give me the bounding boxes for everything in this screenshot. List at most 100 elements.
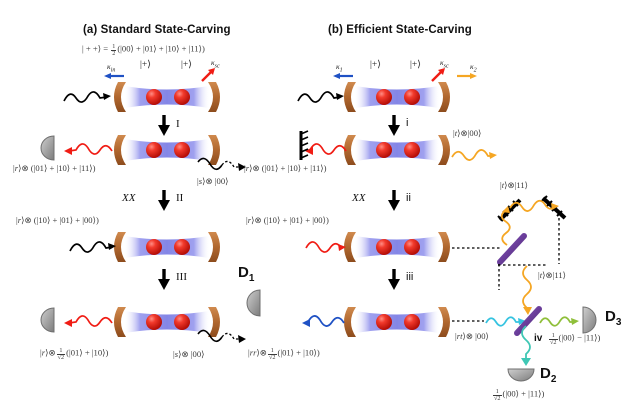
- panel-a-reflected-wave-row2: [64, 143, 113, 155]
- panel-a-step-label-I: I: [176, 118, 180, 130]
- kappa-2-label: κ2: [470, 62, 477, 74]
- panel-a-step-arrow-3: [158, 269, 170, 290]
- panel-b-reflected-wave-row2: [305, 143, 347, 155]
- panel-b-cavity-row2: [344, 135, 450, 165]
- atom-left: [146, 239, 162, 255]
- panel-b-step-arrow-iii: [388, 269, 400, 290]
- atom-right: [404, 314, 420, 330]
- panel-a-row2-right-state: |s⟩⊗ |00⟩: [197, 176, 229, 186]
- panel-b-link-dotted-row4: [452, 320, 484, 322]
- panel-b-step-label-i: i: [406, 117, 409, 129]
- panel-b-dotted-vertical-right: [558, 218, 560, 264]
- atom-left: [146, 89, 162, 105]
- panel-b-input-wave-row1: [297, 91, 344, 103]
- atom-right: [404, 142, 420, 158]
- panel-b-row2-left-state: |r⟩⊗ (|01⟩ + |10⟩ + |11⟩): [244, 163, 327, 173]
- panel-b-cavity-row3: [344, 232, 450, 262]
- panel-b-output-wave-d3: [539, 316, 579, 327]
- panel-a-qubit-left-label: |+⟩: [140, 60, 151, 70]
- panel-a-detector-row2: [40, 135, 55, 161]
- panel-b-step-label-iv: iv: [534, 333, 543, 344]
- atom-left: [376, 314, 392, 330]
- panel-b-link-dotted-row3: [452, 247, 502, 249]
- panel-a-row2-left-state: |r⟩⊗ (|01⟩ + |10⟩ + |11⟩): [13, 163, 96, 173]
- panel-b-beamsplitter-lower: [514, 306, 542, 336]
- panel-b-reflected-wave-row4: [302, 315, 345, 327]
- atom-left: [376, 239, 392, 255]
- panel-a-cavity-row1: [114, 82, 220, 112]
- atom-left: [146, 142, 162, 158]
- panel-a-step-arrow-2: [158, 190, 170, 211]
- kappa-in-arrow-icon: [104, 73, 124, 79]
- panel-a-transmitted-wave-row2: [197, 157, 246, 171]
- detector-1-icon: [246, 289, 261, 317]
- panel-a-kappa-sc-arrow-icon: [201, 68, 215, 82]
- panel-b-step-arrow-i: [388, 115, 400, 136]
- panel-b-interferometer-wave-top: [509, 199, 559, 212]
- panel-a-input-wave-row3: [69, 241, 116, 253]
- atom-right: [174, 89, 190, 105]
- panel-b-mirror-state-label: |t⟩⊗|11⟩: [500, 180, 529, 190]
- frac-num: 1: [59, 347, 63, 354]
- panel-a-input-wave-row1: [63, 91, 111, 103]
- atom-left: [146, 314, 162, 330]
- panel-b-row4-left-state: |rr⟩⊗1√2(|01⟩ + |10⟩): [248, 347, 320, 362]
- panel-a-row4-right-state: |s⟩⊗ |00⟩: [173, 349, 205, 359]
- panel-a-transmitted-wave-row4: [197, 329, 246, 343]
- kappa-in-label: κin: [107, 62, 116, 74]
- panel-a-cavity-row2: [114, 135, 220, 165]
- kappa-1-arrow-icon: [333, 73, 353, 79]
- panel-b-qubit-left-label: |+⟩: [370, 60, 381, 70]
- frac-num: 1: [495, 388, 499, 395]
- panel-b-dotted-vertical-left: [498, 264, 500, 290]
- panel-b-title: (b) Efficient State-Carving: [328, 24, 472, 36]
- frac-den: √2: [268, 354, 277, 362]
- panel-b-bs-input-wave-cyan: [485, 316, 526, 327]
- panel-b-input-wave-row3: [305, 241, 346, 253]
- panel-b-beam-dump-icon: [299, 130, 309, 160]
- panel-a-step-label-III: III: [176, 271, 187, 283]
- panel-b-qubit-right-label: |+⟩: [410, 60, 421, 70]
- panel-b-step-label-ii: ii: [406, 192, 411, 204]
- frac-num: 1: [551, 332, 555, 339]
- panel-a-row4-left-state: |r⟩⊗1√2(|01⟩ + |10⟩): [40, 347, 109, 362]
- panel-a-step-arrow-1: [158, 115, 170, 136]
- panel-b-bs-input-wave-orange: [522, 265, 532, 315]
- detector-1-label: D1: [238, 264, 255, 284]
- frac-num: 1: [270, 347, 274, 354]
- panel-b-step-label-iii: iii: [406, 271, 414, 283]
- panel-a-kappa-sc-label: κsc: [211, 58, 220, 70]
- kappa-2-arrow-icon: [457, 73, 477, 79]
- panel-a-cavity-row3: [114, 232, 220, 262]
- panel-a-step-label-II: II: [176, 192, 184, 204]
- cavity-mode: [125, 86, 209, 108]
- panel-b-kappa-sc-arrow-icon: [431, 68, 445, 82]
- panel-b-row3-left-state: |r⟩⊗ (|10⟩ + |01⟩ + |00⟩): [246, 215, 329, 225]
- panel-b-cavity-row1: [344, 82, 450, 112]
- panel-b-interferometer-wave-left-vertical: [500, 206, 511, 246]
- panel-b-bs-input-state: |rt⟩⊗ |00⟩: [455, 331, 489, 341]
- panel-b-kappa-sc-label: κsc: [440, 58, 449, 70]
- detector-3-label: D3: [605, 308, 622, 328]
- atom-left: [376, 89, 392, 105]
- panel-b-transmitted-wave-row2: [451, 149, 497, 161]
- panel-b-beamsplitter-upper: [497, 233, 527, 265]
- panel-b-row2-right-state: |t⟩⊗|00⟩: [453, 128, 482, 138]
- atom-left: [376, 142, 392, 158]
- detector-3-icon: [582, 306, 597, 334]
- kappa-1-label: κ1: [336, 62, 343, 74]
- frac-den: √2: [493, 395, 502, 403]
- panel-b-bs-top-state: |t⟩⊗|11⟩: [538, 270, 567, 280]
- atom-right: [404, 89, 420, 105]
- panel-b-step-prefix-ii: XX: [352, 192, 366, 204]
- panel-b-cavity-row4: [344, 307, 450, 337]
- panel-a-reflected-wave-row4: [64, 315, 113, 327]
- cavity-mirror-right: [208, 82, 220, 112]
- detector-2-label: D2: [540, 365, 557, 385]
- atom-right: [174, 142, 190, 158]
- frac-den: √2: [56, 354, 66, 362]
- panel-b-step-arrow-ii: [388, 190, 400, 211]
- cavity-mirror-left: [114, 82, 126, 112]
- panel-b-d3-state: 1√2(|00⟩ − |11⟩): [549, 332, 601, 347]
